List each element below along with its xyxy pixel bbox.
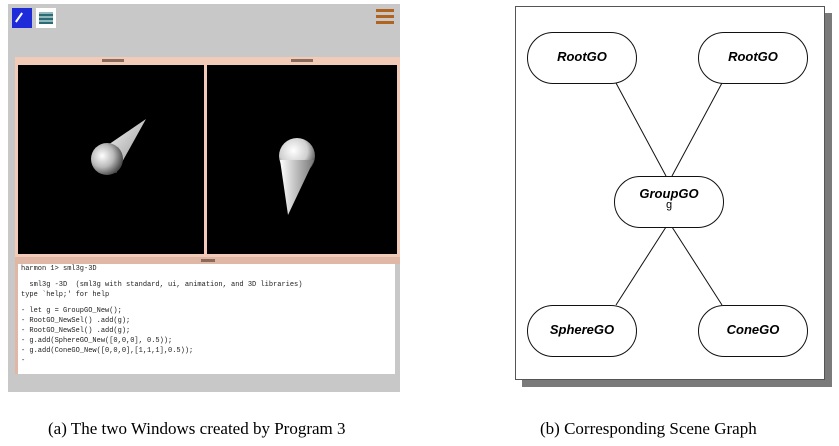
window-left[interactable] <box>15 57 211 257</box>
grid-icon[interactable] <box>36 8 56 28</box>
console-output[interactable]: harmon 1> sml3g-3D sml3g -3D (sml3g with… <box>15 264 395 374</box>
cone-shape <box>280 160 314 215</box>
viewport-right[interactable] <box>207 65 397 254</box>
console-line: - let g = GroupGO_New(); <box>21 307 122 315</box>
viewport-left[interactable] <box>18 65 208 254</box>
node-rootgo-left: RootGO <box>527 32 637 84</box>
console-line: harmon 1> sml3g-3D <box>21 265 97 273</box>
node-rootgo-right: RootGO <box>698 32 808 84</box>
pencil-icon[interactable] <box>12 8 32 28</box>
console-line: type `help;' for help <box>21 291 110 299</box>
edge-group-sphere <box>615 226 667 306</box>
edge-root-left-group <box>615 82 667 177</box>
cone-sphere-render-left <box>91 119 146 175</box>
menu-line <box>376 9 394 12</box>
caption-a: (a) The two Windows created by Program 3 <box>48 419 346 438</box>
cone-sphere-render-right <box>279 138 315 215</box>
menu-line <box>376 15 394 18</box>
console-line: sml3g -3D (sml3g with standard, ui, anim… <box>21 281 303 289</box>
graph-edges <box>615 82 723 306</box>
sphere-shape <box>91 143 123 175</box>
window-right[interactable] <box>204 57 400 257</box>
console-line: - g.add(SphereGO_New([0,0,0], 0.5)); <box>21 337 173 345</box>
scene-graph-diagram: RootGO RootGO GroupGO g SphereGO ConeGO <box>515 6 825 380</box>
node-label: SphereGO <box>549 322 615 337</box>
node-label: RootGO <box>728 49 778 64</box>
menu-line <box>376 21 394 24</box>
console-line: - <box>21 357 30 365</box>
console-line: - g.add(ConeGO_New([0,0,0],[1,1,1],0.5))… <box>21 347 194 355</box>
console-divider[interactable] <box>15 257 400 264</box>
edge-root-right-group <box>671 82 723 177</box>
console-line: - RootGO_NewSel() .add(g); <box>21 317 131 325</box>
caption-b: (b) Corresponding Scene Graph <box>540 419 757 438</box>
node-label: RootGO <box>557 49 607 64</box>
window-left-titlebar[interactable] <box>15 57 211 65</box>
console-line: - RootGO_NewSel() .add(g); <box>21 327 131 335</box>
node-groupgo: GroupGO g <box>614 176 724 228</box>
node-variable: g <box>665 200 673 212</box>
edge-group-cone <box>671 226 723 306</box>
node-spherego: SphereGO <box>527 305 637 357</box>
node-conego: ConeGO <box>698 305 808 357</box>
node-label: ConeGO <box>726 322 780 337</box>
window-right-titlebar[interactable] <box>204 57 400 65</box>
node-label: GroupGO <box>639 186 699 201</box>
